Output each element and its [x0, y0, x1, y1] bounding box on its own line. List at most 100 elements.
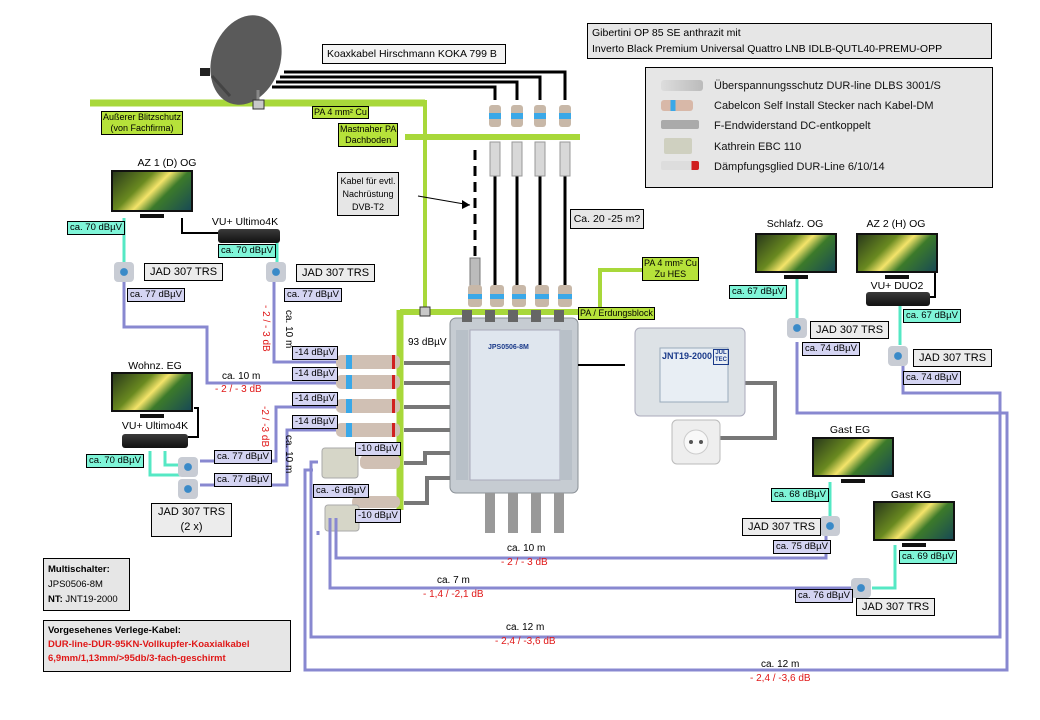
splitter-icon	[664, 138, 692, 154]
surge-protector-icon	[661, 80, 703, 91]
run-loss-2: - 2 / - 3 dB	[215, 384, 262, 395]
legend-item: Cabelcon Self Install Stecker nach Kabel…	[714, 100, 934, 112]
run-loss-7: - 2,4 / -3,6 dB	[750, 673, 811, 684]
socket-label: JAD 307 TRS	[913, 349, 993, 367]
multiswitch-input-connectors	[468, 257, 572, 307]
cable-length-note: Ca. 20 -25 m?	[570, 209, 644, 229]
socket-level-ultimo: ca. 77 dBµV	[284, 288, 342, 302]
lnb-model: Inverto Black Premium Universal Quattro …	[592, 43, 943, 55]
run-length-6: ca. 12 m	[506, 622, 545, 633]
receiver-icon	[122, 434, 188, 448]
legend-item: Überspannungsschutz DUR-line DLBS 3001/S	[714, 80, 941, 92]
output-level-3: -14 dBµV	[292, 392, 338, 406]
room-label-schlafz: Schlafz. OG	[766, 218, 824, 230]
outer-lightning-protection-tag: Außerer Blitzschutz (von Fachfirma)	[101, 111, 184, 135]
tag-line: Mastnaher PA	[340, 124, 397, 134]
run-loss-4: - 2 / - 3 dB	[501, 557, 548, 568]
socket-line: (2 x)	[180, 521, 203, 533]
psu-model-label: JNT19-2000	[662, 351, 713, 361]
wall-socket-icon	[787, 318, 807, 338]
socket-level-az1: ca. 77 dBµV	[127, 288, 185, 302]
tv-level-wohnz: ca. 70 dBµV	[86, 454, 144, 468]
cable-info-heading: Vorgesehenes Verlege-Kabel:	[48, 625, 181, 636]
tv-icon	[111, 170, 193, 218]
run-loss-vertical-1: - 2 / - 3 dB	[260, 305, 271, 352]
wall-socket-icon	[114, 262, 134, 282]
multiswitch-info-heading: Multischalter:	[48, 564, 110, 575]
socket-level-az2: ca. 74 dBµV	[903, 371, 961, 385]
tag-line: (von Fachfirma)	[110, 123, 174, 133]
tag-line: Dachboden	[345, 135, 392, 145]
note-line: Kabel für evtl.	[340, 176, 396, 186]
tag-line: Zu HES	[654, 269, 687, 279]
run-loss-6: - 2,4 / -3,6 dB	[495, 636, 556, 647]
run-loss-5: - 1,4 / -2,1 dB	[423, 589, 484, 600]
psu-brand-badge: JUL TEC	[713, 349, 729, 365]
lnb-coax-cables	[272, 70, 567, 285]
multiswitch-device	[449, 310, 579, 533]
tv-icon	[856, 233, 938, 279]
tv-level-gast-eg: ca. 68 dBµV	[771, 488, 829, 502]
receiver-icon	[866, 292, 930, 306]
tv-level-gast-kg: ca. 69 dBµV	[899, 550, 957, 564]
tv-icon	[111, 372, 193, 418]
wall-socket-icon	[178, 457, 198, 477]
socket-level-wohnz-2: ca. 77 dBµV	[214, 473, 272, 487]
run-loss-vertical-3: -2 / -3 dB	[259, 406, 270, 448]
room-label-gast-eg: Gast EG	[829, 424, 871, 436]
receiver-label-ultimo: VU+ Ultimo4K	[211, 216, 279, 228]
note-line: DVB-T2	[351, 202, 384, 212]
splitter-level: ca. -6 dBµV	[313, 484, 369, 498]
hdmi-cables	[181, 218, 936, 438]
receiver-level-az1: ca. 70 dBµV	[218, 244, 276, 258]
socket-label: JAD 307 TRS	[296, 264, 376, 282]
socket-level-gast-kg: ca. 76 dBµV	[795, 589, 853, 603]
satellite-dish-icon	[200, 15, 282, 110]
ground-clamp	[419, 306, 431, 317]
legend-item: Kathrein EBC 110	[714, 141, 802, 153]
dish-lnb-info-box: Gibertini OP 85 SE anthrazit mit Inverto…	[587, 23, 992, 59]
run-length-vertical-1: ca. 10 m	[283, 310, 294, 349]
room-label-wohnz: Wohnz. EG	[128, 360, 182, 372]
cable-info-box: Vorgesehenes Verlege-Kabel: DUR-line-DUR…	[43, 620, 291, 672]
cable-type-label: Koaxkabel Hirschmann KOKA 799 B	[322, 44, 506, 64]
tv-icon	[755, 233, 837, 279]
tv-patch-cables	[122, 218, 902, 590]
tv-icon	[873, 501, 955, 547]
room-label-az2: AZ 2 (H) OG	[866, 218, 926, 230]
pa-4mm-tag: PA 4 mm² Cu	[312, 106, 369, 119]
cable-info-line2: 6,9mm/1,13mm/>95db/3-fach-geschirmt	[48, 653, 226, 664]
run-length-4: ca. 10 m	[507, 543, 546, 554]
socket-level-wohnz-1: ca. 77 dBµV	[214, 450, 272, 464]
tag-line: Außerer Blitzschutz	[103, 112, 182, 122]
f-connector-icon	[661, 100, 693, 111]
output-level-4: -14 dBµV	[292, 415, 338, 429]
output-level-5: -10 dBµV	[355, 442, 401, 456]
brand-line: JUL	[715, 350, 727, 356]
tv-level-az1: ca. 70 dBµV	[67, 221, 125, 235]
note-line: Nachrüstung	[342, 189, 394, 199]
socket-line: JAD 307 TRS	[158, 506, 226, 518]
mast-pa-tag: Mastnaher PA Dachboden	[338, 123, 399, 147]
output-level-2: -14 dBµV	[292, 367, 338, 381]
socket-label: JAD 307 TRS	[742, 518, 822, 536]
legend-item: F-Endwiderstand DC-entkoppelt	[714, 120, 871, 132]
wall-socket-icon	[888, 346, 908, 366]
tv-level-schlafz: ca. 67 dBµV	[729, 285, 787, 299]
dish-model: Gibertini OP 85 SE anthrazit mit	[592, 27, 741, 39]
wall-socket-icon	[820, 516, 840, 536]
room-label-az1: AZ 1 (D) OG	[137, 157, 197, 169]
multiswitch-info-model: JPS0506-8M	[48, 579, 103, 590]
splitter-1	[321, 447, 359, 479]
receiver-icon	[218, 229, 280, 243]
run-length-2: ca. 10 m	[222, 371, 261, 382]
nt-value: JNT19-2000	[65, 594, 118, 605]
nt-label: NT:	[48, 594, 63, 605]
legend-item: Dämpfungsglied DUR-Line 6/10/14	[714, 161, 885, 173]
run-length-vertical-3: ca. 10 m	[283, 435, 294, 474]
socket-level-schlafz: ca. 74 dBµV	[802, 342, 860, 356]
wall-socket-icon	[178, 479, 198, 499]
tv-level-az2: ca. 67 dBµV	[903, 309, 961, 323]
surge-protectors	[489, 105, 571, 177]
